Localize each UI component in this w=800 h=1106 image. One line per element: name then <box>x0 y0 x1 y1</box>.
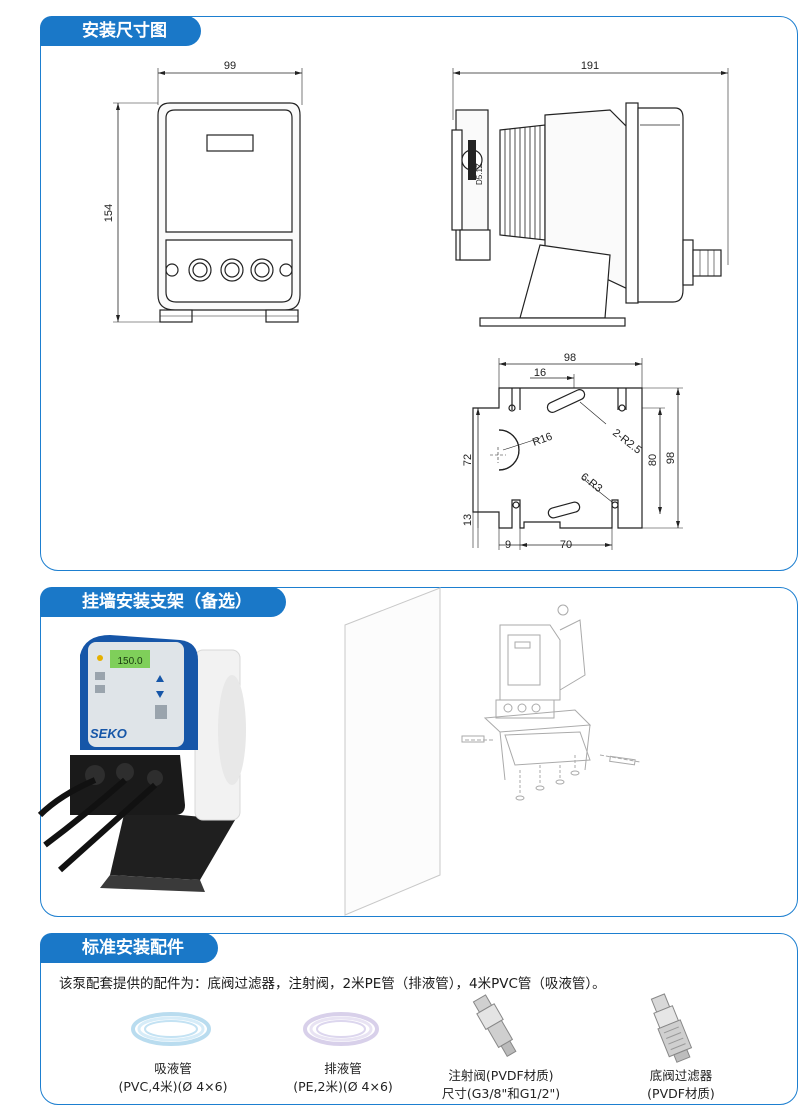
discharge-tube-icon <box>303 1012 379 1046</box>
bracket-illustrations: 150.0 SEKO <box>37 587 641 916</box>
accessories-title: 标准安装配件 <box>40 933 218 963</box>
injection-valve-icon <box>472 994 517 1058</box>
dim-front-height: 154 <box>103 204 115 222</box>
dim-base-width: 98 <box>564 352 576 364</box>
accessory-spec: (PE,2米)(Ø 4×6) <box>293 1079 393 1094</box>
accessory-suction-tube: 吸液管 (PVC,4米)(Ø 4×6) <box>93 1060 253 1096</box>
wall-panel <box>344 587 441 916</box>
dimension-drawings: 99 154 D5.1Z 191 <box>103 60 729 551</box>
dim-height-98: 98 <box>665 452 677 464</box>
pump-display-text: 150.0 <box>117 656 142 667</box>
accessory-spec: 尺寸(G3/8"和G1/2") <box>441 1086 561 1101</box>
accessories-intro: 该泵配套提供的配件为：底阀过滤器，注射阀，2米PE管（排液管），4米PVC管（吸… <box>59 976 606 992</box>
suction-tube-icon <box>131 1012 211 1046</box>
dim-width-9: 9 <box>505 539 511 551</box>
side-view: D5.1Z <box>451 68 729 327</box>
base-plate-view <box>472 358 683 550</box>
dim-width-70: 70 <box>560 539 572 551</box>
accessory-label: 吸液管 <box>154 1061 192 1076</box>
accessory-discharge-tube: 排液管 (PE,2米)(Ø 4×6) <box>263 1060 423 1096</box>
dim-front-width: 99 <box>224 60 236 72</box>
accessory-label: 底阀过滤器 <box>649 1068 713 1083</box>
brand-logo: SEKO <box>90 726 127 741</box>
dim-side-length: 191 <box>581 60 599 72</box>
dim-height-72: 72 <box>462 454 474 466</box>
dim-height-13: 13 <box>462 514 474 526</box>
pump-photo: 150.0 SEKO <box>37 635 246 892</box>
accessory-spec: (PVDF材质) <box>647 1086 715 1101</box>
accessory-label: 注射阀(PVDF材质) <box>448 1068 554 1083</box>
accessory-spec: (PVC,4米)(Ø 4×6) <box>118 1079 228 1094</box>
accessories-panel: 标准安装配件 该泵配套提供的配件为：底阀过滤器，注射阀，2米PE管（排液管），4… <box>40 933 798 1105</box>
dim-slot-offset: 16 <box>534 367 546 379</box>
accessory-injection-valve: 注射阀(PVDF材质) 尺寸(G3/8"和G1/2") <box>421 1067 581 1103</box>
exploded-view <box>461 604 641 801</box>
dimensions-title: 安装尺寸图 <box>40 16 201 46</box>
bracket-title: 挂墙安装支架（备选） <box>40 587 286 617</box>
front-view <box>113 68 303 323</box>
dim-height-80: 80 <box>647 454 659 466</box>
accessory-label: 排液管 <box>324 1061 362 1076</box>
foot-valve-filter-icon <box>650 993 693 1063</box>
accessory-foot-valve-filter: 底阀过滤器 (PVDF材质) <box>601 1067 761 1103</box>
side-model-label: D5.1Z <box>475 163 484 185</box>
